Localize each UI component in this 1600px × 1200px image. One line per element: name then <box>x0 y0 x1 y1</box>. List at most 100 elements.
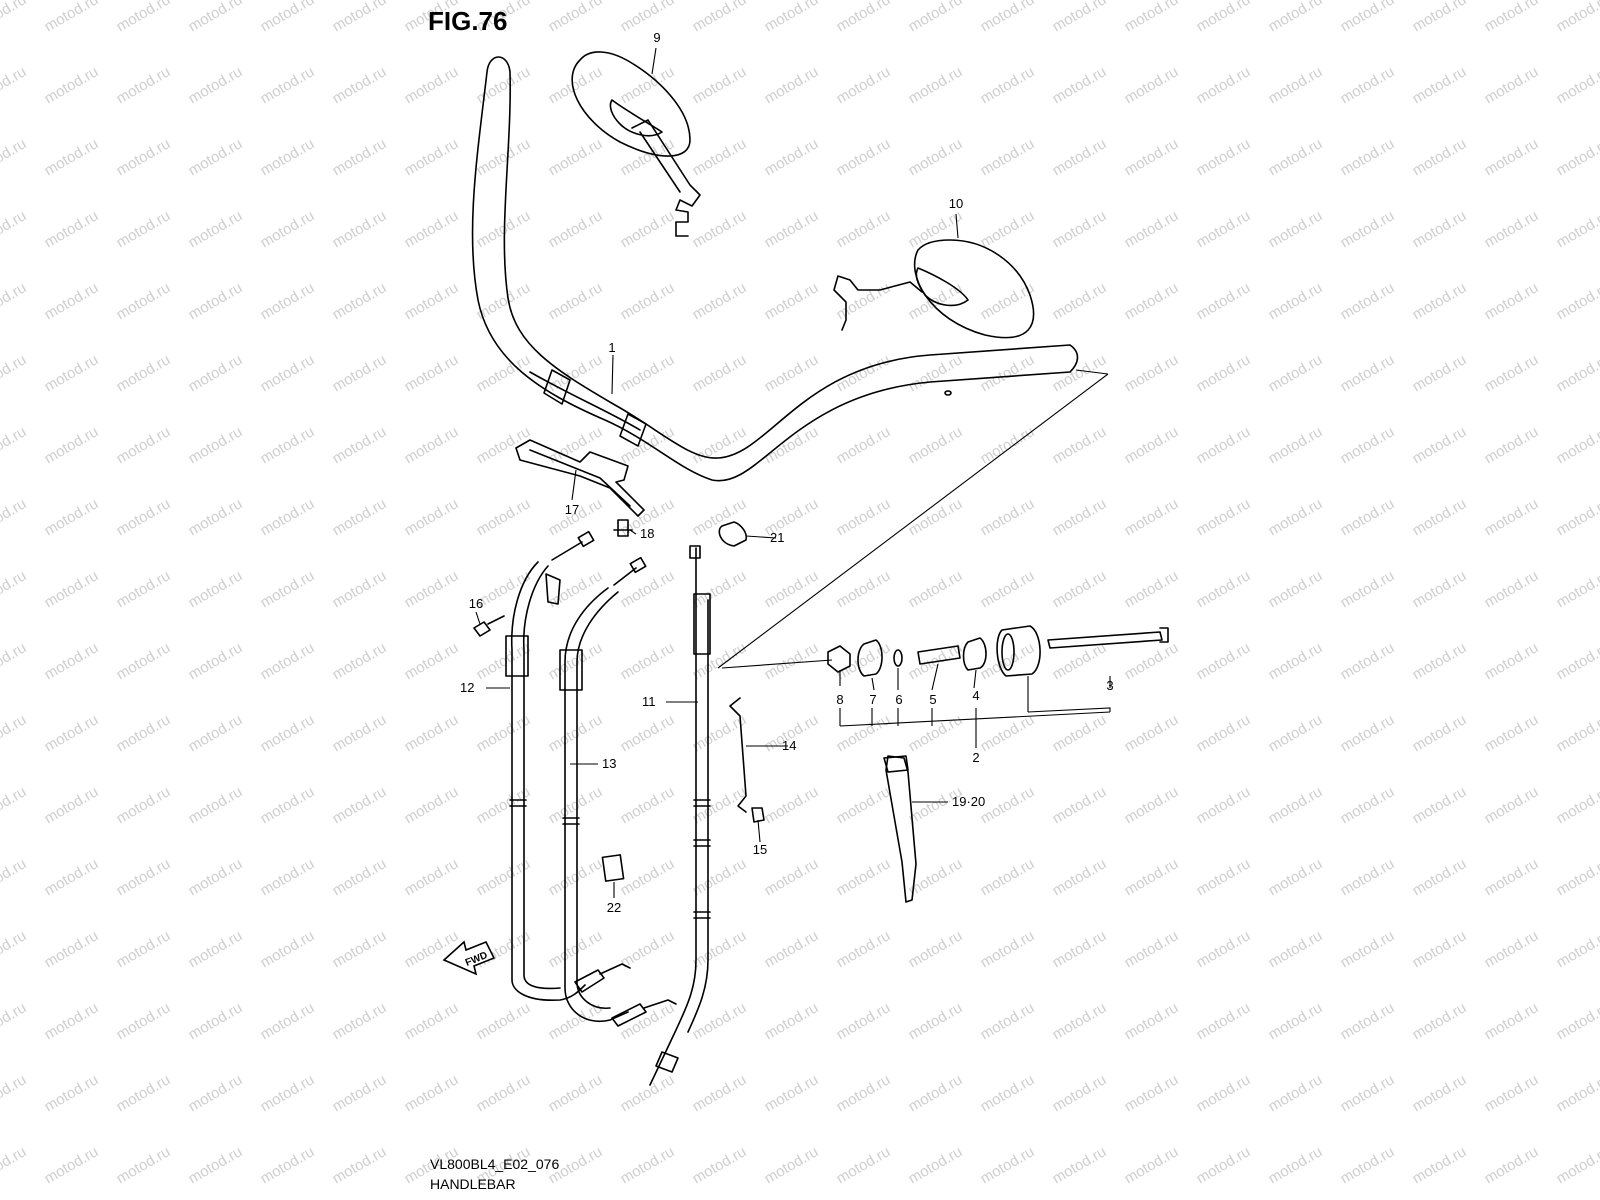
watermark-text: motod.ru <box>978 63 1038 107</box>
watermark-text: motod.ru <box>402 135 462 179</box>
cable-11-adjuster <box>693 593 711 655</box>
watermark-text: motod.ru <box>546 207 606 251</box>
watermark-text: motod.ru <box>1194 279 1254 323</box>
watermark-text: motod.ru <box>330 1143 390 1187</box>
watermark-text: motod.ru <box>1122 927 1182 971</box>
watermark-text: motod.ru <box>1122 1143 1182 1187</box>
label-part-15: 15 <box>753 842 767 857</box>
watermark-text: motod.ru <box>1410 711 1470 755</box>
watermark-text: motod.ru <box>0 63 29 107</box>
watermark-text: motod.ru <box>114 783 174 827</box>
handlebar-tube <box>471 56 1079 482</box>
watermark-text: motod.ru <box>1554 1071 1600 1115</box>
watermark-text: motod.ru <box>546 0 606 35</box>
watermark-text: motod.ru <box>1266 0 1326 35</box>
watermark-text: motod.ru <box>834 999 894 1043</box>
watermark-text: motod.ru <box>1482 855 1542 899</box>
watermark-text: motod.ru <box>834 927 894 971</box>
watermark-text: motod.ru <box>1194 927 1254 971</box>
watermark-text: motod.ru <box>1338 495 1398 539</box>
watermark-text: motod.ru <box>1554 0 1600 35</box>
watermark-text: motod.ru <box>1410 999 1470 1043</box>
watermark-text: motod.ru <box>1410 567 1470 611</box>
watermark-text: motod.ru <box>114 567 174 611</box>
cable-12-inner-wire <box>551 541 583 561</box>
watermark-text: motod.ru <box>546 783 606 827</box>
watermark-text: motod.ru <box>0 0 29 35</box>
watermark-text: motod.ru <box>1338 567 1398 611</box>
balancer-bolt <box>1047 627 1169 649</box>
watermark-text: motod.ru <box>1266 1143 1326 1187</box>
watermark-text: motod.ru <box>1554 639 1600 683</box>
mirror-left-inner <box>609 99 663 137</box>
watermark-text: motod.ru <box>1266 855 1326 899</box>
watermark-text: motod.ru <box>906 63 966 107</box>
watermark-text: motod.ru <box>42 0 102 35</box>
watermark-text: motod.ru <box>1266 351 1326 395</box>
watermark-text: motod.ru <box>258 135 318 179</box>
watermark-text: motod.ru <box>186 711 246 755</box>
watermark-text: motod.ru <box>1266 999 1326 1043</box>
watermark-text: motod.ru <box>1482 207 1542 251</box>
watermark-text: motod.ru <box>906 999 966 1043</box>
watermark-text: motod.ru <box>1338 207 1398 251</box>
watermark-text: motod.ru <box>330 207 390 251</box>
watermark-text: motod.ru <box>1050 783 1110 827</box>
figure-title: FIG.76 <box>428 6 508 36</box>
watermark-text: motod.ru <box>762 999 822 1043</box>
label-part-16: 16 <box>469 596 483 611</box>
watermark-text: motod.ru <box>1122 711 1182 755</box>
watermark-text: motod.ru <box>978 855 1038 899</box>
watermark-text: motod.ru <box>546 927 606 971</box>
watermark-text: motod.ru <box>114 135 174 179</box>
watermark-text: motod.ru <box>402 855 462 899</box>
watermark-text: motod.ru <box>1338 855 1398 899</box>
watermark-text: motod.ru <box>1482 1071 1542 1115</box>
watermark-text: motod.ru <box>114 711 174 755</box>
watermark-text: motod.ru <box>42 63 102 107</box>
watermark-text: motod.ru <box>834 279 894 323</box>
watermark-text: motod.ru <box>1122 999 1182 1043</box>
watermark-text: motod.ru <box>1554 207 1600 251</box>
watermark-text: motod.ru <box>474 495 534 539</box>
watermark-text: motod.ru <box>1482 423 1542 467</box>
balancer-weight-3 <box>996 625 1041 677</box>
watermark-text: motod.ru <box>330 927 390 971</box>
watermark-text: motod.ru <box>978 135 1038 179</box>
watermark-text: motod.ru <box>690 63 750 107</box>
label-part-11: 11 <box>642 694 656 709</box>
label-part-14: 14 <box>782 738 796 753</box>
watermark-text: motod.ru <box>0 207 29 251</box>
cable-12-outer <box>522 565 561 990</box>
label-part-5: 5 <box>929 692 936 707</box>
watermark-text: motod.ru <box>1266 567 1326 611</box>
watermark-text: motod.ru <box>42 423 102 467</box>
watermark-text: motod.ru <box>114 1143 174 1187</box>
watermark-text: motod.ru <box>186 1071 246 1115</box>
watermark-text: motod.ru <box>1482 783 1542 827</box>
label-part-7: 7 <box>869 692 876 707</box>
watermark-text: motod.ru <box>42 567 102 611</box>
label-part-10: 10 <box>949 196 963 211</box>
watermark-text: motod.ru <box>546 567 606 611</box>
watermark-text: motod.ru <box>1122 495 1182 539</box>
watermark-text: motod.ru <box>762 1143 822 1187</box>
watermark-text: motod.ru <box>762 135 822 179</box>
watermark-text: motod.ru <box>114 207 174 251</box>
watermark-text: motod.ru <box>546 1071 606 1115</box>
label-part-2: 2 <box>972 750 979 765</box>
cable-13-adjuster <box>559 649 583 691</box>
watermark-text: motod.ru <box>330 279 390 323</box>
watermark-text: motod.ru <box>978 999 1038 1043</box>
watermark-text: motod.ru <box>762 927 822 971</box>
watermark-text: motod.ru <box>0 783 29 827</box>
watermark-text: motod.ru <box>1050 279 1110 323</box>
watermark-text: motod.ru <box>978 927 1038 971</box>
watermark-text: motod.ru <box>762 351 822 395</box>
watermark-text: motod.ru <box>186 999 246 1043</box>
watermark-text: motod.ru <box>1410 423 1470 467</box>
watermark-text: motod.ru <box>1338 0 1398 35</box>
cable-13-lower-fitting <box>611 1003 647 1027</box>
watermark-text: motod.ru <box>258 63 318 107</box>
watermark-text: motod.ru <box>762 207 822 251</box>
